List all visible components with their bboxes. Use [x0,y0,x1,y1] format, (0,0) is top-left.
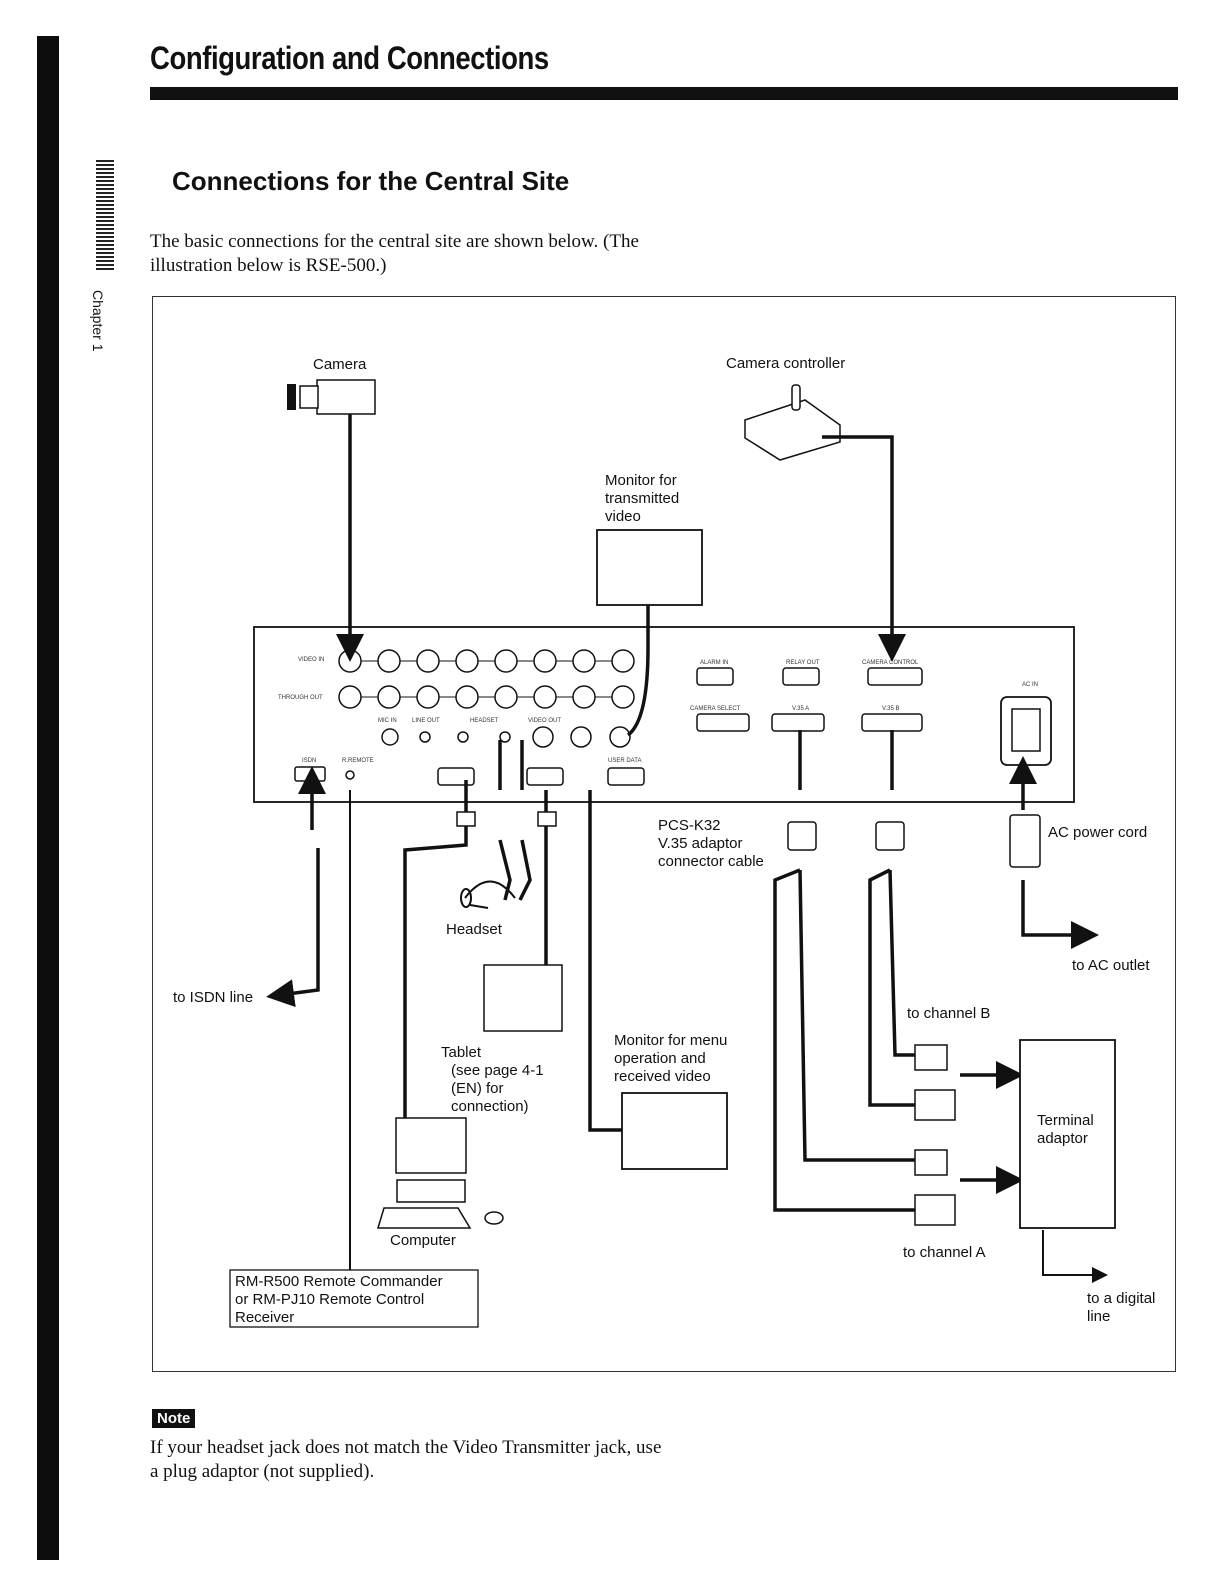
headset-icon [460,880,516,909]
tablet-line2: (see page 4-1 [451,1062,544,1079]
rear-panel [253,626,1075,803]
through-out-connectors [338,685,635,709]
channel-b-label: to channel B [907,1005,990,1022]
panel-isdn: ISDN [302,758,316,764]
tablet-line1: Tablet [441,1044,482,1061]
note-text: If your headset jack does not match the … [150,1437,662,1482]
panel-camera-select: CAMERA SELECT [690,706,741,712]
camera-controller-icon [744,384,841,461]
camera-controller-label: Camera controller [726,355,845,372]
panel-alarm-in: ALARM IN [700,660,728,666]
note-badge: Note [152,1409,196,1428]
remote-commander-box [229,1269,479,1328]
plugs [456,811,1041,1226]
chapter-tab-marks [96,160,114,270]
audio-video-jacks [381,726,631,748]
remote-line1: RM-R500 Remote Commander [235,1273,443,1290]
computer-label: Computer [390,1232,456,1249]
tablet-icon [483,964,563,1032]
panel-line-out: LINE OUT [412,718,440,724]
tablet-line3: (EN) for [451,1080,504,1097]
cables [266,414,1108,1283]
monitor-transmitted-icon [596,529,703,606]
dsub-ports [294,667,923,786]
terminal-adaptor-icon [1019,1039,1116,1229]
monitor-tx-line3: video [605,508,641,525]
panel-v35a: V.35 A [792,706,809,712]
ac-inlet [1000,696,1052,766]
camera-icon [287,379,376,415]
digital-line2: line [1087,1308,1110,1325]
panel-camera-control: CAMERA CONTROL [862,660,919,666]
ac-cord-label: AC power cord [1048,824,1147,841]
computer-icon [376,1117,504,1229]
headset-label: Headset [446,921,503,938]
left-edge-bar [37,36,59,1560]
terminal-line2: adaptor [1037,1130,1088,1147]
channel-a-label: to channel A [903,1244,986,1261]
panel-video-in: VIDEO IN [298,657,324,663]
pcs-label-2: V.35 adaptor [658,835,743,852]
ac-outlet-label: to AC outlet [1072,957,1150,974]
diagram-frame [152,296,1176,1372]
panel-relay-out: RELAY OUT [786,660,820,666]
title-rule [150,87,1178,100]
camera-label: Camera [313,356,367,373]
panel-headset: HEADSET [470,718,499,724]
page-title: Configuration and Connections [150,40,549,76]
pcs-label-1: PCS-K32 [658,817,721,834]
panel-remote: R.REMOTE [342,758,374,764]
section-title: Connections for the Central Site [172,166,570,196]
intro-paragraph: The basic connections for the central si… [150,231,639,276]
tablet-line4: connection) [451,1098,529,1115]
monitor-rx-line1: Monitor for menu [614,1032,727,1049]
remote-line3: Receiver [235,1309,294,1326]
isdn-label: to ISDN line [173,989,253,1006]
monitor-rx-line2: operation and [614,1050,706,1067]
panel-mic-in: MIC IN [378,718,397,724]
panel-through-out: THROUGH OUT [278,695,323,701]
terminal-line1: Terminal [1037,1112,1094,1129]
remote-line2: or RM-PJ10 Remote Control [235,1291,424,1308]
panel-user-data: USER DATA [608,758,641,764]
panel-ac-in: AC IN [1022,682,1038,688]
monitor-received-icon [621,1092,728,1170]
monitor-rx-line3: received video [614,1068,711,1085]
digital-line1: to a digital [1087,1290,1155,1307]
panel-v35b: V.35 B [882,706,899,712]
panel-video-out: VIDEO OUT [528,718,561,724]
monitor-tx-line1: Monitor for [605,472,677,489]
monitor-tx-line2: transmitted [605,490,679,507]
pcs-label-3: connector cable [658,853,764,870]
